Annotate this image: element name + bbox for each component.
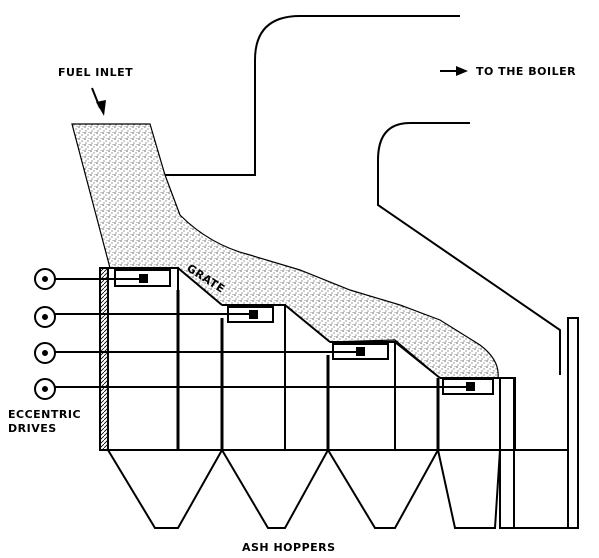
grate-bars (176, 290, 440, 450)
boiler-wall-inner (377, 122, 561, 375)
fuel-inlet-arrow (91, 87, 106, 116)
eccentric-drive-1 (34, 268, 171, 290)
eccentric-drives-label-line2: DRIVES (8, 422, 57, 435)
ash-hoppers-label: ASH HOPPERS (242, 541, 336, 554)
rear-wall (499, 317, 579, 529)
to-boiler-arrow (440, 66, 468, 76)
fuel-bed (71, 123, 499, 379)
ash-hoppers (107, 449, 501, 529)
eccentric-drives-label-line1: ECCENTRIC (8, 408, 81, 421)
eccentric-drive-2 (34, 306, 274, 328)
eccentric-drive-4 (34, 378, 494, 400)
to-boiler-label: TO THE BOILER (476, 65, 576, 78)
eccentric-drive-3 (34, 342, 389, 364)
fuel-inlet-label: FUEL INLET (58, 66, 133, 79)
boiler-wall-outer (165, 15, 460, 176)
